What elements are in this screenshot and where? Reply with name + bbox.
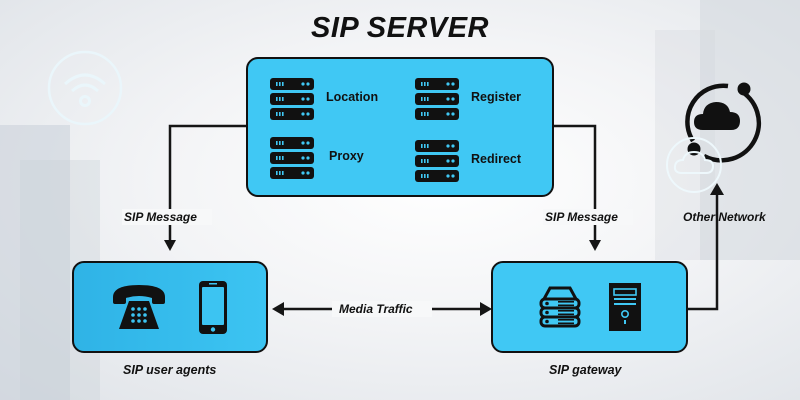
label-backdrop <box>543 209 633 225</box>
edge-label-sip-message-left: SIP Message <box>124 210 197 224</box>
edge-label-other-network: Other Network <box>683 210 766 224</box>
label-backdrop <box>332 301 432 317</box>
arrowhead-up-other <box>710 183 724 195</box>
component-label-redirect: Redirect <box>471 152 522 166</box>
edge-label-media-traffic: Media Traffic <box>339 302 413 316</box>
diagram-title: SIP SERVER <box>311 12 489 44</box>
edge-label-sip-message-right: SIP Message <box>545 210 618 224</box>
smartphone-icon <box>199 281 227 334</box>
label-backdrop <box>122 209 212 225</box>
node-label-sip-gateway: SIP gateway <box>549 363 622 377</box>
component-label-proxy: Proxy <box>329 149 364 163</box>
server-rack-icon <box>270 137 314 179</box>
arrowhead-right-media <box>480 302 492 316</box>
cloud-decoration-icon <box>666 137 722 193</box>
server-rack-icon <box>270 78 314 120</box>
cloud-orbit-icon <box>685 82 762 163</box>
arrowhead-left-media <box>272 302 284 316</box>
sip-message-left-line <box>168 124 247 246</box>
sip-user-agents-box <box>72 261 268 353</box>
background-building <box>0 125 70 400</box>
arrowhead-down-right <box>589 240 601 251</box>
background-building <box>655 30 715 260</box>
desk-phone-icon <box>113 285 165 329</box>
component-label-location: Location <box>326 90 379 104</box>
server-stack-icon <box>539 286 581 328</box>
sip-message-right-line <box>554 124 597 246</box>
server-rack-icon <box>415 78 459 120</box>
desktop-tower-icon <box>609 283 641 331</box>
wifi-decoration-icon <box>47 50 123 126</box>
arrowhead-down-left <box>164 240 176 251</box>
sip-gateway-box <box>491 261 688 353</box>
component-label-register: Register <box>471 90 522 104</box>
node-label-sip-user-agents: SIP user agents <box>123 363 217 377</box>
server-rack-icon <box>415 140 459 182</box>
